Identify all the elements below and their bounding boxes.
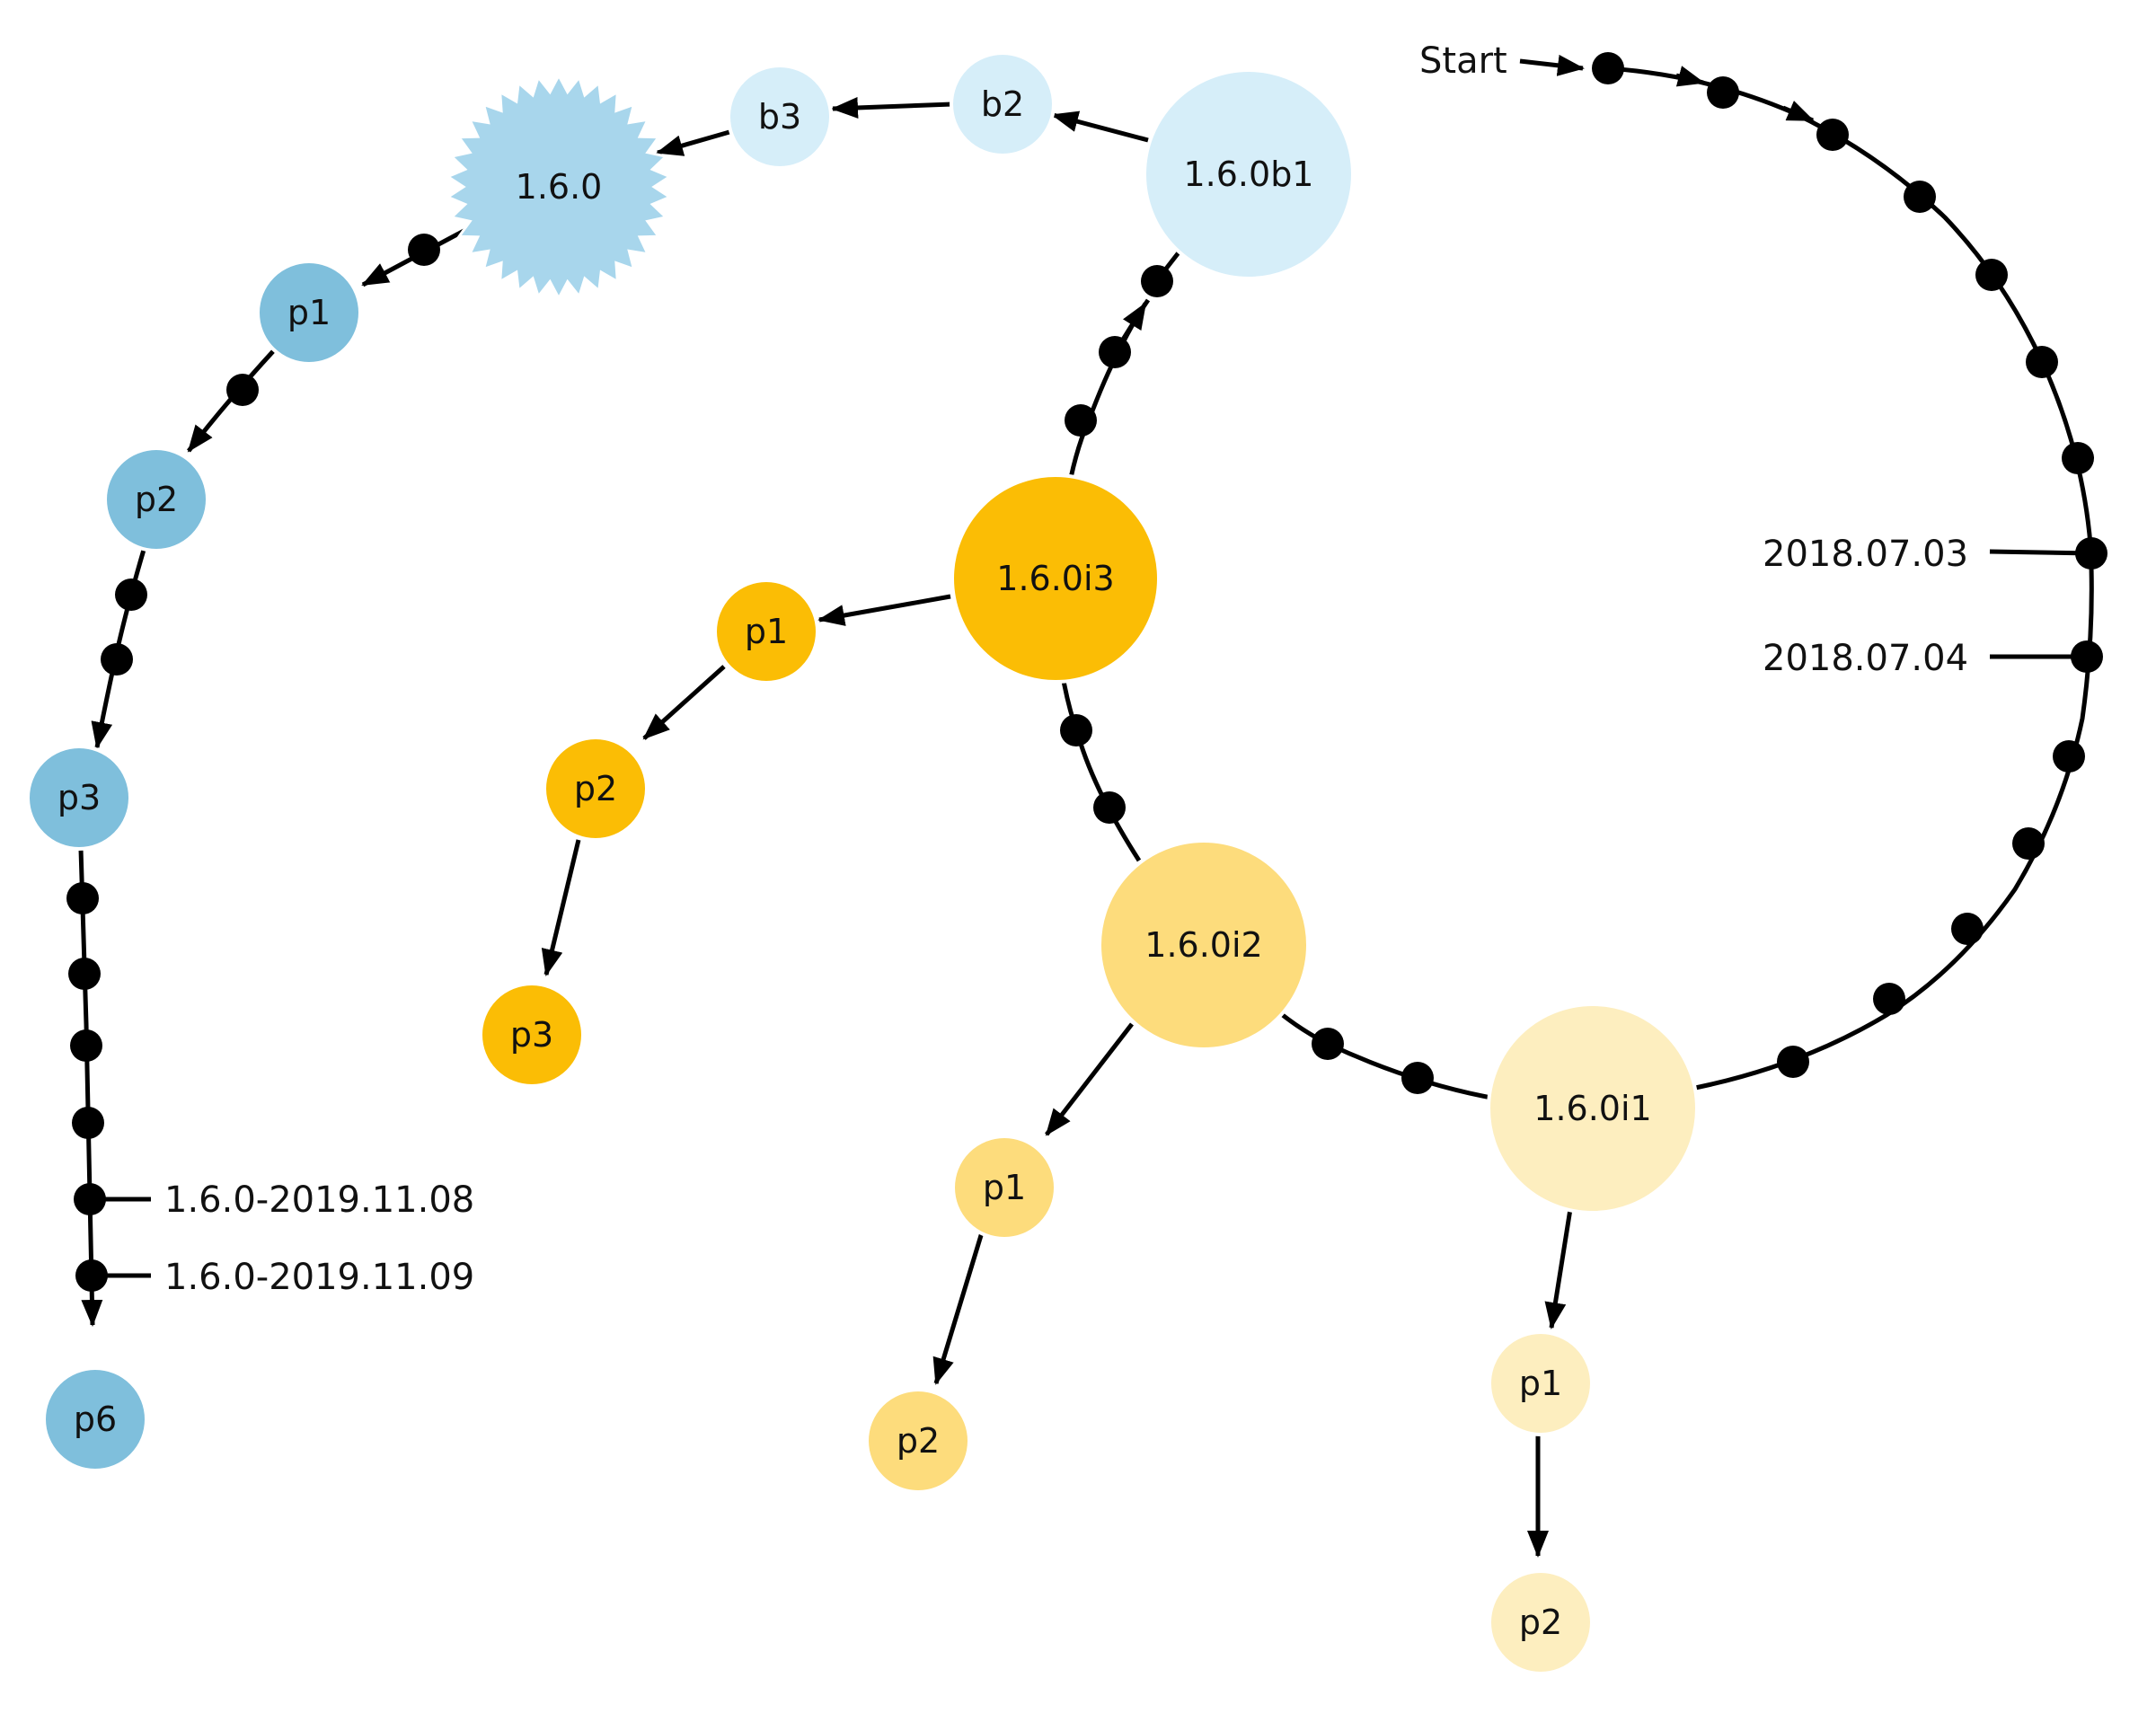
- node-1-6-0i1[interactable]: 1.6.0i1: [1487, 1002, 1699, 1214]
- commit-dot: [68, 958, 101, 990]
- node-label: p1: [1519, 1364, 1562, 1403]
- node-blue-p6[interactable]: p6: [42, 1366, 148, 1472]
- nodes: 1.6.0b1 b2 b3 1.6.0 p1 p2 p3: [26, 51, 1699, 1675]
- node-blue-p1[interactable]: p1: [256, 260, 362, 366]
- op2-to-op3-edge: [541, 839, 581, 976]
- i3-to-op1-edge: [817, 594, 951, 626]
- node-label: p3: [57, 778, 101, 817]
- commit-dot: [226, 374, 259, 406]
- commit-dot: [74, 1183, 106, 1215]
- commit-dot: [2026, 346, 2058, 378]
- i2-to-yp1-edge: [1045, 1022, 1134, 1136]
- commit-dot: [1592, 52, 1624, 84]
- commit-dot: [2012, 827, 2045, 860]
- node-label: p2: [897, 1421, 940, 1461]
- node-label: p2: [574, 769, 617, 808]
- commit-dot: [75, 1259, 108, 1292]
- node-yellow-p2[interactable]: p2: [865, 1388, 971, 1494]
- commit-dot: [1312, 1028, 1344, 1060]
- node-1-6-0[interactable]: 1.6.0: [445, 72, 673, 302]
- date-label-2: 2018.07.04: [1763, 638, 1968, 679]
- commit-dot: [101, 643, 133, 676]
- node-label: p2: [135, 480, 178, 519]
- node-label: p6: [74, 1400, 117, 1439]
- yp1-to-yp2-edge: [932, 1232, 985, 1385]
- main-arc-edge: [1607, 66, 2094, 1093]
- node-label: p2: [1519, 1603, 1562, 1642]
- commit-dot: [115, 578, 147, 611]
- node-light-p2[interactable]: p2: [1488, 1569, 1594, 1675]
- node-label: b3: [758, 97, 801, 137]
- i3-to-b1-arrow: [1120, 302, 1148, 341]
- commit-dot: [1904, 181, 1936, 213]
- commit-dots: [66, 52, 2107, 1292]
- commit-dot: [408, 234, 440, 266]
- commit-dot: [1093, 791, 1126, 824]
- node-1-6-0b1[interactable]: 1.6.0b1: [1143, 68, 1355, 280]
- commit-dot: [1707, 76, 1739, 109]
- b1-to-b2-edge: [1051, 110, 1149, 143]
- node-label: p3: [510, 1015, 553, 1055]
- node-label: 1.6.0i3: [996, 559, 1114, 598]
- release-label-2: 1.6.0-2019.11.09: [164, 1257, 474, 1298]
- side-labels: Start 2018.07.03 2018.07.04 1.6.0-2019.1…: [164, 40, 1968, 1298]
- node-light-p1[interactable]: p1: [1488, 1330, 1594, 1436]
- commit-dot: [1065, 404, 1097, 437]
- arc-arrow-1: [1675, 66, 1705, 87]
- commit-dot: [1099, 336, 1131, 368]
- i1-to-lp1-edge: [1544, 1208, 1573, 1329]
- node-blue-p2[interactable]: p2: [103, 446, 209, 552]
- commit-dot: [1141, 265, 1173, 297]
- bp1-to-bp2-edge: [187, 349, 276, 453]
- node-label: p1: [983, 1168, 1026, 1207]
- node-label: 1.6.0i1: [1533, 1089, 1651, 1128]
- commit-dot: [70, 1029, 102, 1062]
- bp3-to-bp6-edge: [78, 848, 103, 1327]
- release-label-1: 1.6.0-2019.11.08: [164, 1179, 474, 1221]
- start-arrow: [1519, 54, 1585, 76]
- commit-dot: [1777, 1046, 1809, 1078]
- op1-to-op2-edge: [642, 665, 726, 740]
- date1-leader: [1989, 549, 2092, 556]
- node-label: p1: [745, 612, 788, 651]
- b3-to-160-edge: [656, 129, 730, 156]
- node-orange-p3[interactable]: p3: [479, 982, 585, 1088]
- commit-dot: [1873, 983, 1905, 1015]
- b2-to-b3-edge: [831, 96, 953, 119]
- node-label: b2: [981, 84, 1024, 124]
- i3-to-b1-edge: [1068, 298, 1151, 479]
- arc-arrow-2: [1782, 101, 1815, 123]
- date-label-1: 2018.07.03: [1763, 534, 1968, 575]
- commit-dot: [2071, 640, 2103, 673]
- node-b2[interactable]: b2: [950, 51, 1056, 157]
- commit-dot: [2075, 537, 2107, 570]
- node-orange-p1[interactable]: p1: [713, 578, 819, 684]
- edges: [78, 54, 2094, 1558]
- node-label: 1.6.0i2: [1144, 925, 1262, 965]
- node-orange-p2[interactable]: p2: [543, 736, 649, 842]
- i1-to-i2-edge: [1272, 1006, 1492, 1100]
- node-yellow-p1[interactable]: p1: [951, 1135, 1057, 1241]
- commit-dot: [1951, 913, 1984, 945]
- node-label: 1.6.0: [516, 167, 603, 207]
- node-label: p1: [287, 293, 331, 332]
- node-1-6-0i3[interactable]: 1.6.0i3: [950, 473, 1161, 684]
- commit-dot: [2062, 442, 2094, 474]
- node-1-6-0i2[interactable]: 1.6.0i2: [1098, 839, 1310, 1051]
- node-b3[interactable]: b3: [727, 64, 833, 170]
- commit-dot: [66, 882, 99, 914]
- commit-dot: [1060, 714, 1092, 746]
- commit-dot: [1816, 119, 1849, 151]
- commit-dot: [2053, 740, 2085, 773]
- commit-dot: [1401, 1062, 1434, 1094]
- commit-dot: [1975, 259, 2008, 291]
- commit-dot: [72, 1107, 104, 1139]
- node-label: 1.6.0b1: [1184, 155, 1314, 194]
- start-label: Start: [1419, 40, 1507, 82]
- i2-to-i3-edge: [1061, 680, 1142, 862]
- node-blue-p3[interactable]: p3: [26, 745, 132, 851]
- starburst-shape: [445, 72, 673, 302]
